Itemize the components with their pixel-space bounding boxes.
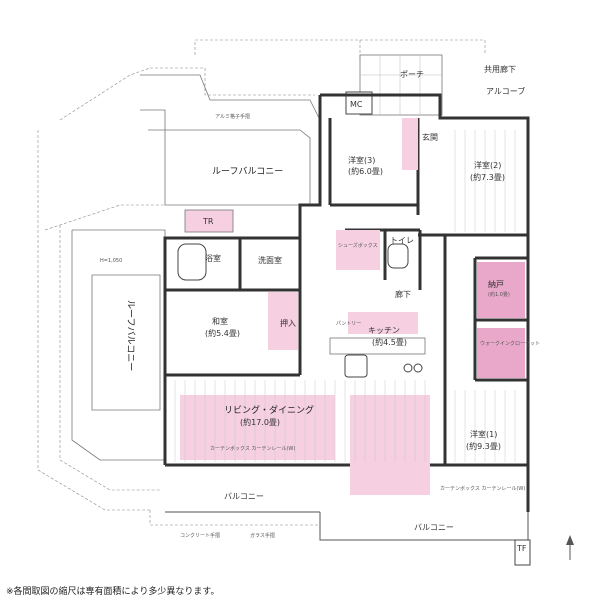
washroom-label: 洗面室 (258, 255, 282, 265)
unit-walls (163, 93, 530, 541)
fixtures (177, 243, 531, 566)
western3-label: 洋室(1) (470, 429, 497, 439)
bath-label: 浴室 (205, 253, 221, 263)
living-size: (約17.0畳) (240, 417, 280, 427)
corridor-label: 廊下 (395, 289, 411, 299)
porch-label: ポーチ (400, 70, 424, 79)
highlight-zones (180, 118, 525, 495)
western2-label: 洋室(2) (474, 160, 501, 170)
toilet-label: トイレ (390, 236, 414, 245)
curtain-note-western: カーテンボックス カーテンレール(W) (440, 485, 525, 492)
japanese-size: (約5.4畳) (205, 328, 240, 338)
common-corridor-label: 共用廊下 (484, 64, 516, 74)
living-label: リビング・ダイニング (224, 404, 314, 416)
western1-label: 洋室(3) (348, 155, 375, 165)
kitchen-label: キッチン (368, 326, 400, 335)
roof-balcony-top (140, 74, 321, 233)
room-labels: ポーチ 共用廊下 アルコーブ MC 玄関 洋室(3) (約6.0畳) 洋室(2)… (202, 64, 540, 553)
genkan-label: 玄関 (422, 132, 438, 142)
concrete-handrail-note: コンクリート手摺 (180, 532, 220, 539)
kitchen-counter (329, 337, 426, 355)
footnote: ※各間取図の縮尺は専有面積により多少異なります。 (6, 587, 220, 597)
tf-label: TF (516, 544, 527, 553)
glass-handrail-note: ガラス手摺 (250, 532, 275, 539)
tf-box (514, 539, 531, 566)
mb-label: MC (350, 100, 363, 109)
closet-label: 納戸 (488, 279, 504, 289)
stove-burner (403, 363, 413, 373)
balcony-left-label: バルコニー (224, 492, 264, 501)
alc-handrail-note: アルミ格子手摺 (215, 113, 250, 120)
western2-size: (約7.3畳) (470, 172, 505, 182)
kitchen-size: (約4.5畳) (372, 337, 407, 347)
height-note: H=1,050 (100, 258, 122, 264)
roof-balcony-top-label: ルーフバルコニー (212, 166, 283, 177)
pantry-label: パントリー (336, 321, 361, 327)
toilet-bowl (387, 243, 409, 269)
shoes-label: シューズボックス (338, 242, 378, 249)
tr-label: TR (202, 217, 214, 226)
living-floorboards (174, 130, 516, 462)
oshiire-label: 押入 (280, 318, 296, 328)
sink (344, 354, 368, 378)
western1-size: (約6.0畳) (348, 166, 383, 176)
japanese-label: 和室 (212, 316, 228, 326)
curtain-note-living: カーテンボックス カーテンレール(W) (210, 445, 295, 452)
interior-walls (165, 118, 528, 465)
annotations: カーテンボックス カーテンレール(W) カーテンボックス カーテンレール(W) … (100, 113, 525, 539)
balcony-right-label: バルコニー (414, 523, 454, 532)
alcove-label: アルコーブ (486, 86, 525, 96)
north-arrow-icon (566, 535, 574, 560)
western3-size: (約9.3畳) (466, 441, 501, 451)
bathtub (177, 243, 207, 281)
roof-balcony-left (71, 229, 166, 461)
roof-balcony-left-label: ルーフバルコニー (125, 300, 136, 371)
railing-lines (37, 39, 486, 526)
closet-size: (約1.0畳) (488, 291, 510, 298)
walkin-label: ウォークインクローゼット (480, 340, 540, 347)
